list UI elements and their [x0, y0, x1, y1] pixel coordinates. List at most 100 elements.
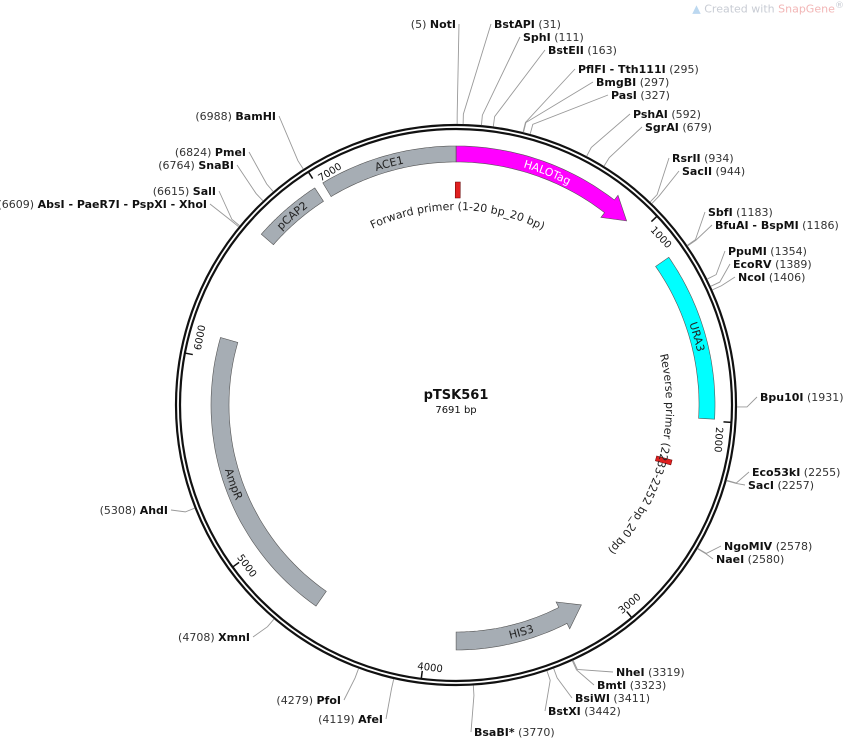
enzyme-name: PflFI - Tth111I: [578, 63, 666, 76]
enzyme-site-bpu10i[interactable]: Bpu10I (1931): [736, 391, 844, 408]
enzyme-site-nhei[interactable]: NheI (3319): [572, 660, 685, 679]
enzyme-position: (3319): [645, 666, 685, 679]
enzyme-leader-line: [736, 396, 758, 408]
feature-ura3-arc[interactable]: [655, 256, 716, 420]
primer-marker-icon[interactable]: [454, 181, 461, 199]
enzyme-site-xmni[interactable]: (4708) XmnI: [178, 618, 275, 644]
enzyme-position: (3442): [581, 705, 621, 718]
enzyme-name: PmeI: [215, 146, 246, 159]
enzyme-site-ppumi[interactable]: PpuMI (1354): [707, 245, 807, 280]
enzyme-position: (2257): [774, 479, 814, 492]
enzyme-site-bmgbi[interactable]: BmgBI (297): [523, 76, 670, 133]
enzyme-site-sgrai[interactable]: SgrAI (679): [603, 121, 712, 167]
enzyme-position: (6988): [195, 110, 235, 123]
enzyme-leader-line: [236, 164, 264, 202]
enzyme-site-sbfi[interactable]: SbfI (1183): [686, 206, 773, 246]
enzyme-site-absi-paer7i-pspxi-xhoi[interactable]: (6609) AbsI - PaeR7I - PspXI - XhoI: [0, 198, 240, 228]
enzyme-position: (592): [668, 108, 701, 121]
enzyme-label: NheI (3319): [616, 666, 685, 679]
enzyme-leader-line: [218, 190, 240, 227]
enzyme-label: (6988) BamHI: [195, 110, 276, 123]
enzyme-label: BsaBI* (3770): [474, 726, 555, 739]
enzyme-site-pflfi-tth111i[interactable]: PflFI - Tth111I (295): [522, 63, 699, 133]
enzyme-site-ecorv[interactable]: EcoRV (1389): [710, 258, 812, 287]
enzyme-site-bfuai-bspmi[interactable]: BfuAI - BspMI (1186): [687, 219, 839, 247]
enzyme-name: BmtI: [597, 679, 626, 692]
enzyme-position: (2580): [744, 553, 784, 566]
enzyme-label: SacI (2257): [748, 479, 814, 492]
enzyme-name: XmnI: [218, 631, 250, 644]
enzyme-site-sacii[interactable]: SacII (944): [651, 165, 745, 204]
enzyme-leader-line: [248, 151, 274, 192]
enzyme-site-ngomiv[interactable]: NgoMIV (2578): [697, 540, 813, 554]
feature-pcap2-arc[interactable]: [260, 187, 324, 246]
enzyme-site-snabi[interactable]: (6764) SnaBI: [158, 159, 264, 202]
enzyme-position: (2578): [772, 540, 812, 553]
enzyme-position: (6615): [153, 185, 193, 198]
enzyme-site-afei[interactable]: (4119) AfeI: [318, 678, 395, 726]
enzyme-site-pasi[interactable]: PasI (327): [529, 89, 670, 135]
credit-prefix: Created with: [704, 2, 779, 16]
enzyme-site-bsabi-[interactable]: BsaBI* (3770): [470, 685, 555, 739]
enzyme-name: PpuMI: [728, 245, 767, 258]
enzyme-name: BstAPI: [494, 18, 535, 31]
feature-ampr-arc[interactable]: [210, 337, 327, 607]
enzyme-leader-line: [697, 545, 722, 554]
feature-ace1-arc[interactable]: [322, 145, 457, 198]
enzyme-site-sali[interactable]: (6615) SalI: [153, 185, 240, 227]
enzyme-site-pmei[interactable]: (6824) PmeI: [175, 146, 274, 192]
enzyme-site-bsiwi[interactable]: BsiWI (3411): [553, 668, 650, 705]
enzyme-label: (6615) SalI: [153, 185, 216, 198]
enzyme-name: EcoRV: [733, 258, 772, 271]
enzyme-position: (2255): [800, 466, 840, 479]
enzyme-leader-line: [252, 618, 275, 638]
enzyme-leader-line: [278, 115, 304, 170]
enzyme-label: PasI (327): [611, 89, 670, 102]
enzyme-position: (163): [584, 44, 617, 57]
backbone-circle: [174, 123, 738, 687]
enzyme-position: (3411): [610, 692, 650, 705]
enzyme-position: (1406): [765, 271, 805, 284]
enzyme-leader-line: [710, 263, 731, 287]
enzyme-site-pfoi[interactable]: (4279) PfoI: [276, 668, 359, 707]
enzyme-name: Eco53kI: [752, 466, 800, 479]
enzyme-site-ncoi[interactable]: NcoI (1406): [712, 271, 805, 291]
enzyme-site-bstxi[interactable]: BstXI (3442): [544, 670, 621, 718]
enzyme-leader-line: [492, 49, 546, 127]
enzyme-site-sphi[interactable]: SphI (111): [480, 31, 584, 126]
enzyme-leader-line: [385, 678, 395, 720]
enzyme-site-eco53ki[interactable]: Eco53kI (2255): [726, 466, 841, 484]
tick-mark: [307, 171, 314, 179]
enzyme-site-bamhi[interactable]: (6988) BamHI: [195, 110, 304, 170]
enzyme-name: PfoI: [317, 694, 342, 707]
enzyme-position: (1186): [799, 219, 839, 232]
enzyme-site-saci[interactable]: SacI (2257): [726, 479, 814, 492]
enzyme-position: (5308): [100, 504, 140, 517]
enzyme-site-noti[interactable]: (5) NotI: [411, 18, 460, 125]
enzyme-name: SacI: [748, 479, 774, 492]
enzyme-leader-line: [343, 668, 359, 701]
enzyme-name: SbfI: [708, 206, 733, 219]
enzyme-site-bsteii[interactable]: BstEII (163): [492, 44, 617, 127]
enzyme-label: (6764) SnaBI: [158, 159, 234, 172]
enzyme-label: BstXI (3442): [548, 705, 621, 718]
feature-his3-arc[interactable]: [455, 601, 582, 651]
enzyme-site-naei[interactable]: NaeI (2580): [697, 548, 784, 566]
primer-marker-icon[interactable]: [655, 455, 673, 466]
tick-mark: [626, 611, 633, 619]
enzyme-site-bstapi[interactable]: BstAPI (31): [462, 18, 561, 125]
enzyme-site-rsrii[interactable]: RsrII (934): [649, 152, 734, 203]
enzyme-site-bmti[interactable]: BmtI (3323): [571, 660, 666, 692]
tick-label: 6000: [193, 324, 209, 351]
enzyme-position: (6609): [0, 198, 38, 211]
enzyme-label: NcoI (1406): [738, 271, 805, 284]
enzyme-name: BstXI: [548, 705, 581, 718]
enzyme-site-pshai[interactable]: PshAI (592): [586, 108, 701, 157]
enzyme-position: (1389): [772, 258, 812, 271]
enzyme-position: (4279): [276, 694, 316, 707]
enzyme-position: (1931): [804, 391, 844, 404]
enzyme-label: BsiWI (3411): [575, 692, 650, 705]
enzyme-position: (327): [637, 89, 670, 102]
enzyme-site-ahdi[interactable]: (5308) AhdI: [100, 504, 195, 517]
feature-halotag-arc[interactable]: [455, 145, 628, 222]
